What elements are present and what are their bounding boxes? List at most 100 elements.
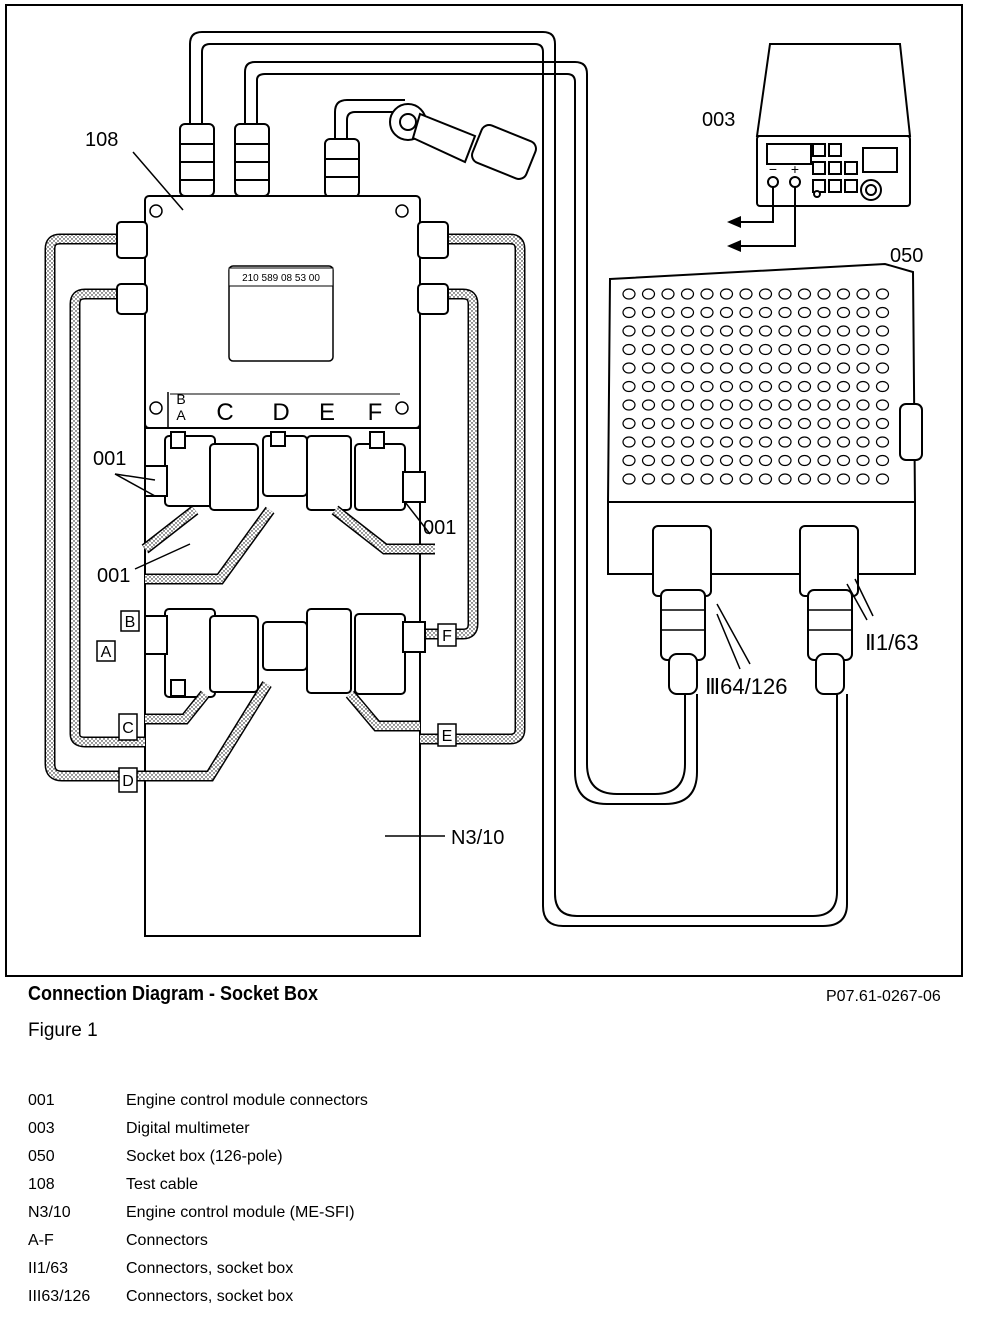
socket-pin xyxy=(739,417,753,430)
test-cables xyxy=(189,31,848,927)
legend-key: 108 xyxy=(28,1176,55,1193)
socket-pin xyxy=(856,417,870,430)
socket-pin xyxy=(622,380,636,393)
connector-tag-e: E xyxy=(442,728,453,745)
socket-pin xyxy=(661,343,675,356)
socket-pin xyxy=(856,454,870,467)
socket-pin xyxy=(797,436,812,448)
callout-050: 050 xyxy=(890,245,923,267)
socket-pin xyxy=(836,362,851,374)
socket-pin xyxy=(797,343,812,356)
socket-pin xyxy=(739,362,753,374)
socket-pin xyxy=(778,288,792,300)
socket-pin xyxy=(817,454,831,467)
leader-lines xyxy=(114,151,874,837)
socket-pin xyxy=(758,473,773,485)
socket-pin xyxy=(836,306,851,319)
socket-pin xyxy=(661,306,675,319)
socket-pin xyxy=(817,380,831,393)
legend-value: Socket box (126-pole) xyxy=(126,1148,283,1165)
upper-dotted-cables xyxy=(141,505,435,585)
socket-pin xyxy=(797,417,812,430)
socket-pin xyxy=(700,417,714,430)
socket-pin xyxy=(797,399,812,411)
socket-pin xyxy=(641,343,656,356)
connector-tag-a: A xyxy=(101,644,112,661)
callout-001-right: 001 xyxy=(423,517,456,539)
socket-pin xyxy=(856,380,870,393)
socket-pin xyxy=(817,417,831,430)
socket-pin xyxy=(856,343,870,356)
socket-pin xyxy=(719,306,734,319)
socket-pin xyxy=(641,399,656,411)
socket-pin xyxy=(778,380,792,393)
socket-pin xyxy=(680,454,695,467)
socket-pin xyxy=(875,325,890,337)
socket-pin xyxy=(778,473,792,485)
socket-pin xyxy=(641,362,656,374)
legend-key: 001 xyxy=(28,1092,55,1109)
legend-key: N3/10 xyxy=(28,1204,71,1221)
figure-label: Figure 1 xyxy=(28,1020,98,1041)
legend-key: 003 xyxy=(28,1120,55,1137)
legend-key: A-F xyxy=(28,1232,54,1249)
socket-pin xyxy=(641,325,656,337)
legend-key: III63/126 xyxy=(28,1288,91,1305)
socket-pin xyxy=(622,306,636,319)
socket-pin xyxy=(719,473,734,485)
socket-pin xyxy=(836,417,851,430)
socket-pin xyxy=(856,288,870,300)
connector-tag-b: B xyxy=(125,614,136,631)
socket-pin xyxy=(700,362,714,374)
socket-pin xyxy=(758,399,773,411)
socket-pin xyxy=(700,399,714,411)
socket-pin xyxy=(719,343,734,356)
socket-pin xyxy=(661,288,675,300)
socket-pin xyxy=(700,436,714,448)
socket-pin xyxy=(719,399,734,411)
slot-label-a: A xyxy=(176,407,186,423)
socket-pin xyxy=(719,417,734,430)
legend-value: Connectors, socket box xyxy=(126,1288,294,1305)
socket-pin xyxy=(797,306,812,319)
side-glands xyxy=(116,221,449,315)
socket-pin xyxy=(622,436,636,448)
socket-pin xyxy=(661,473,675,485)
socket-pin xyxy=(622,454,636,467)
socket-pin xyxy=(875,306,890,319)
connector-tag-c: C xyxy=(122,720,134,737)
socket-pin xyxy=(680,306,695,319)
socket-pin xyxy=(661,436,675,448)
socket-pin xyxy=(739,325,753,337)
slot-label-b: B xyxy=(176,391,185,407)
diagram-title: Connection Diagram - Socket Box xyxy=(28,983,319,1005)
callout-001-lower-left: 001 xyxy=(97,565,130,587)
socket-pin xyxy=(836,343,851,356)
socket-pin xyxy=(778,343,792,356)
socket-pin xyxy=(700,306,714,319)
socket-pin xyxy=(778,306,792,319)
harness-loops xyxy=(44,233,526,782)
callout-108: 108 xyxy=(85,129,118,151)
upper-ecm-connectors xyxy=(144,431,426,511)
socket-pin xyxy=(641,454,656,467)
socket-pin xyxy=(758,417,773,430)
socket-pin xyxy=(700,325,714,337)
socket-pin xyxy=(875,473,890,485)
diagram-border xyxy=(5,4,963,977)
socket-pin xyxy=(875,343,890,356)
socket-pin xyxy=(875,454,890,467)
socket-pin xyxy=(797,454,812,467)
lower-ecm-connectors xyxy=(144,608,426,698)
socket-pin xyxy=(680,380,695,393)
socket-pin xyxy=(719,436,734,448)
digital-multimeter-003 xyxy=(755,43,912,207)
socket-pin xyxy=(661,399,675,411)
socket-pin xyxy=(758,362,773,374)
socket-pin xyxy=(739,380,753,393)
socket-pin xyxy=(680,343,695,356)
socket-pin xyxy=(661,417,675,430)
socket-pin xyxy=(797,473,812,485)
